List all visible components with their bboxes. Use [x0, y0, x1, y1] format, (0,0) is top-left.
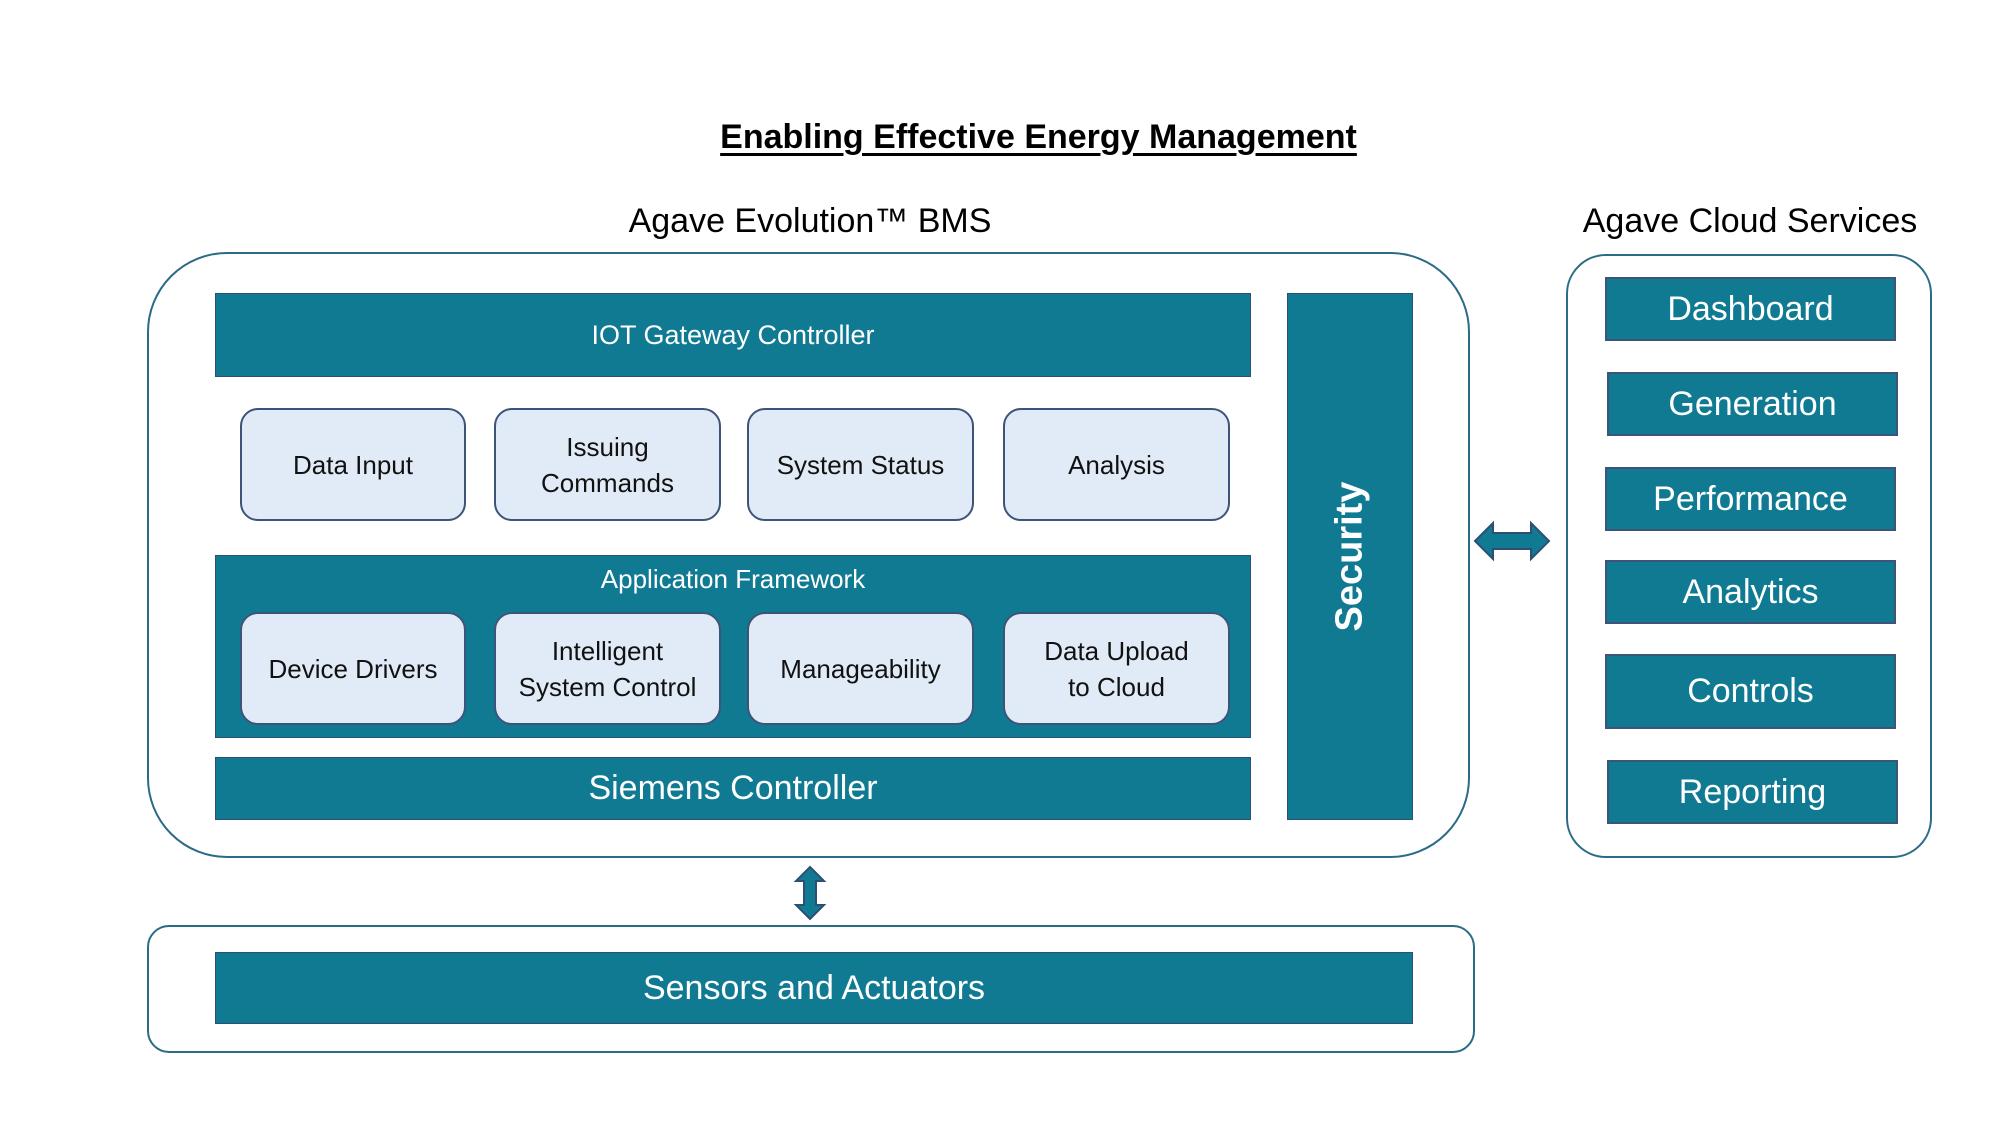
cloud-item-analytics: Analytics	[1605, 560, 1896, 624]
bms-sensors-arrow-icon	[793, 865, 827, 921]
cloud-item-label: Performance	[1653, 479, 1848, 518]
cloud-item-dashboard: Dashboard	[1605, 277, 1896, 341]
cloud-item-performance: Performance	[1605, 467, 1896, 531]
bms-cloud-arrow-icon	[1473, 520, 1551, 562]
siemens-controller-bar: Siemens Controller	[215, 757, 1251, 820]
cloud-heading: Agave Cloud Services	[1582, 202, 1918, 240]
security-bar: Security	[1287, 293, 1413, 820]
bms-heading: Agave Evolution™ BMS	[628, 202, 992, 240]
iot-gateway-label: IOT Gateway Controller	[591, 319, 875, 350]
module-analysis: Analysis	[1003, 408, 1230, 521]
cloud-item-label: Reporting	[1678, 772, 1827, 811]
sensors-actuators-label: Sensors and Actuators	[642, 968, 986, 1007]
framework-data-upload: Data Upload to Cloud	[1003, 612, 1230, 725]
cloud-frame	[1566, 254, 1932, 858]
cloud-item-label: Generation	[1668, 384, 1837, 423]
cloud-item-label: Analytics	[1682, 572, 1819, 611]
iot-gateway-bar: IOT Gateway Controller	[215, 293, 1251, 377]
sensors-actuators-bar: Sensors and Actuators	[215, 952, 1413, 1024]
cloud-item-label: Controls	[1687, 672, 1814, 710]
cloud-item-generation: Generation	[1607, 372, 1898, 436]
module-data-input: Data Input	[240, 408, 466, 521]
framework-intelligent-system-control: Intelligent System Control	[494, 612, 721, 725]
cloud-item-reporting: Reporting	[1607, 760, 1898, 824]
framework-device-drivers: Device Drivers	[240, 612, 466, 725]
module-issuing-commands: Issuing Commands	[494, 408, 721, 521]
siemens-controller-label: Siemens Controller	[588, 769, 878, 807]
application-framework-label: Application Framework	[600, 564, 866, 594]
module-system-status: System Status	[747, 408, 974, 521]
cloud-item-label: Dashboard	[1667, 289, 1834, 328]
cloud-item-controls: Controls	[1605, 654, 1896, 729]
framework-manageability: Manageability	[747, 612, 974, 725]
page-title: Enabling Effective Energy Management	[720, 118, 1357, 156]
security-label: Security	[1328, 481, 1371, 632]
